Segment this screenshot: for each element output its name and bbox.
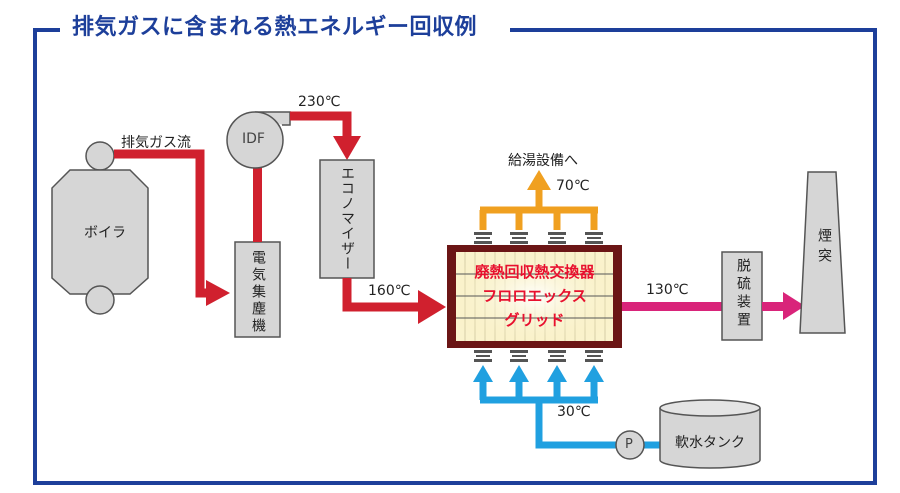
exhaust-duct-1 [114, 149, 208, 298]
exhaust-arrow-1 [206, 280, 230, 306]
page-title: 排気ガスに含まれる熱エネルギー回収例 [66, 12, 484, 44]
desulfurizer-box [721, 251, 763, 341]
pump-label: P [625, 437, 633, 452]
boiler-bottom-drum [85, 285, 115, 315]
exhaust-duct-3 [290, 111, 352, 140]
hot-water-arrow [527, 170, 551, 190]
chimney-body [799, 171, 846, 334]
economizer-label: エコノマイザー [339, 166, 355, 271]
boiler-body [51, 169, 149, 295]
temp-70-label: 70℃ [556, 178, 590, 194]
precipitator-label: 電気集塵機 [250, 250, 266, 335]
exchanger-name-line3: グリッド [504, 311, 565, 329]
exhaust-flow-label: 排気ガス流 [121, 135, 191, 151]
soft-water-tank-label: 軟水タンク [675, 435, 745, 451]
temp-230-label: 230℃ [298, 94, 341, 110]
clean-gas-arrow [783, 292, 805, 320]
bottom-headers [474, 350, 603, 362]
boiler-label: ボイラ [84, 225, 126, 241]
hot-water-pipes [479, 188, 598, 230]
cold-water-arrows [473, 365, 604, 382]
exchanger-name-line2: フロロエックス [482, 287, 587, 305]
exhaust-arrow-4 [418, 290, 446, 324]
temp-160-label: 160℃ [368, 283, 411, 299]
exchanger-name-line1: 廃熱回収熱交換器 [474, 263, 595, 281]
idf-fan [226, 111, 284, 169]
exhaust-duct-4 [342, 278, 420, 312]
temp-130-label: 130℃ [646, 282, 689, 298]
pump-circle [615, 430, 645, 460]
idf-label: IDF [242, 131, 265, 147]
exchanger-rows [456, 273, 613, 319]
chimney-label: 煙突 [816, 228, 832, 268]
exhaust-arrow-3 [333, 136, 361, 160]
hot-water-supply-label: 給湯設備へ [508, 153, 578, 169]
tank-top [659, 399, 761, 417]
frame-border [33, 28, 877, 485]
economizer-box [319, 159, 375, 279]
tank-body [659, 408, 761, 469]
boiler-top-drum [85, 141, 115, 171]
exhaust-duct-2 [253, 150, 262, 242]
top-headers [474, 232, 603, 244]
clean-gas-duct-2 [762, 302, 786, 311]
clean-gas-duct-1 [622, 302, 722, 311]
precipitator-box [234, 241, 281, 338]
temp-30-label: 30℃ [557, 404, 591, 420]
desulfurizer-label: 脱硫装置 [735, 258, 751, 330]
